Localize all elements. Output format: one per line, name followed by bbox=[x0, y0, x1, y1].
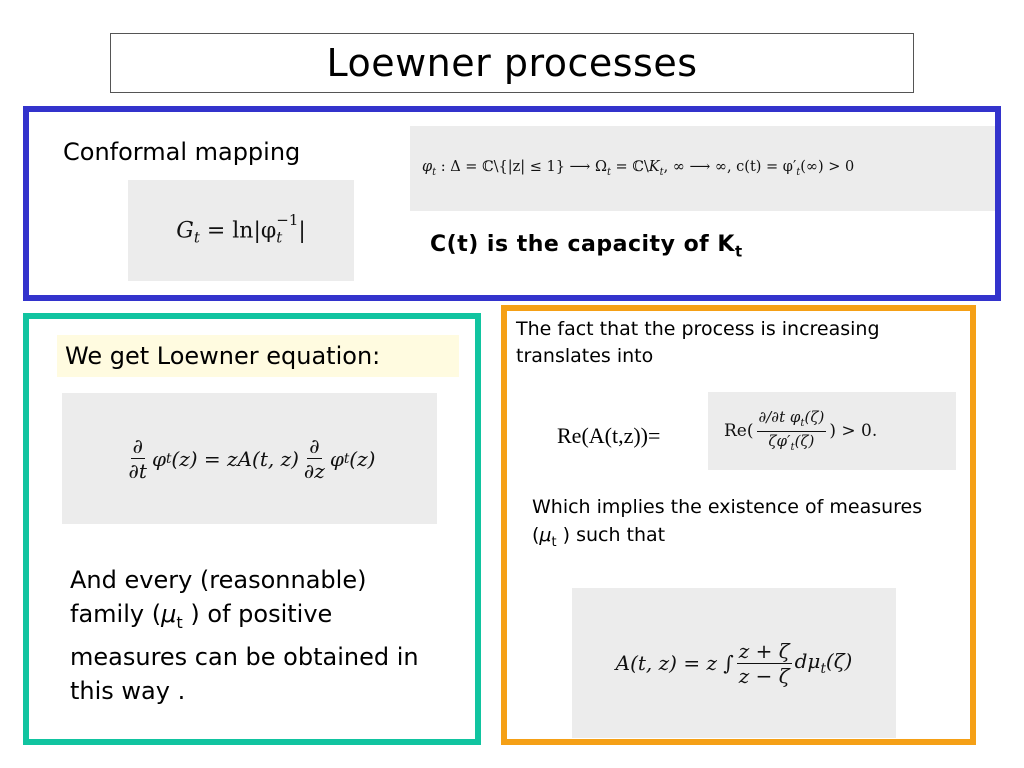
capacity-text: C(t) is the capacity of Kt bbox=[430, 232, 743, 261]
increasing-process-frame bbox=[501, 305, 976, 745]
slide-title: Loewner processes bbox=[326, 41, 698, 85]
loewner-equation-frame bbox=[23, 313, 481, 745]
conformal-mapping-frame bbox=[23, 106, 1001, 301]
measures-existence-text: Which implies the existence of measures … bbox=[532, 496, 923, 550]
slide-title-box: Loewner processes bbox=[110, 33, 914, 93]
conformal-map-formula: φt : Δ = ℂ\{|z| ≤ 1} ⟶ Ωt = ℂ\Kt, ∞ ⟶ ∞,… bbox=[410, 126, 995, 211]
re-label: Re(A(t,z))= bbox=[557, 423, 661, 448]
conformal-mapping-label: Conformal mapping bbox=[63, 138, 301, 166]
loewner-equation-label: We get Loewner equation: bbox=[57, 335, 459, 377]
green-function-formula: Gt = ln|φt−1| bbox=[128, 180, 354, 281]
family-measures-text: And every (reasonnable) family (μt ) of … bbox=[70, 566, 419, 705]
process-increasing-text: The fact that the process is increasing … bbox=[516, 318, 880, 367]
positive-real-part-formula: Re(∂/∂t φt(ζ)ζφ′t(ζ)) > 0. bbox=[708, 392, 956, 470]
